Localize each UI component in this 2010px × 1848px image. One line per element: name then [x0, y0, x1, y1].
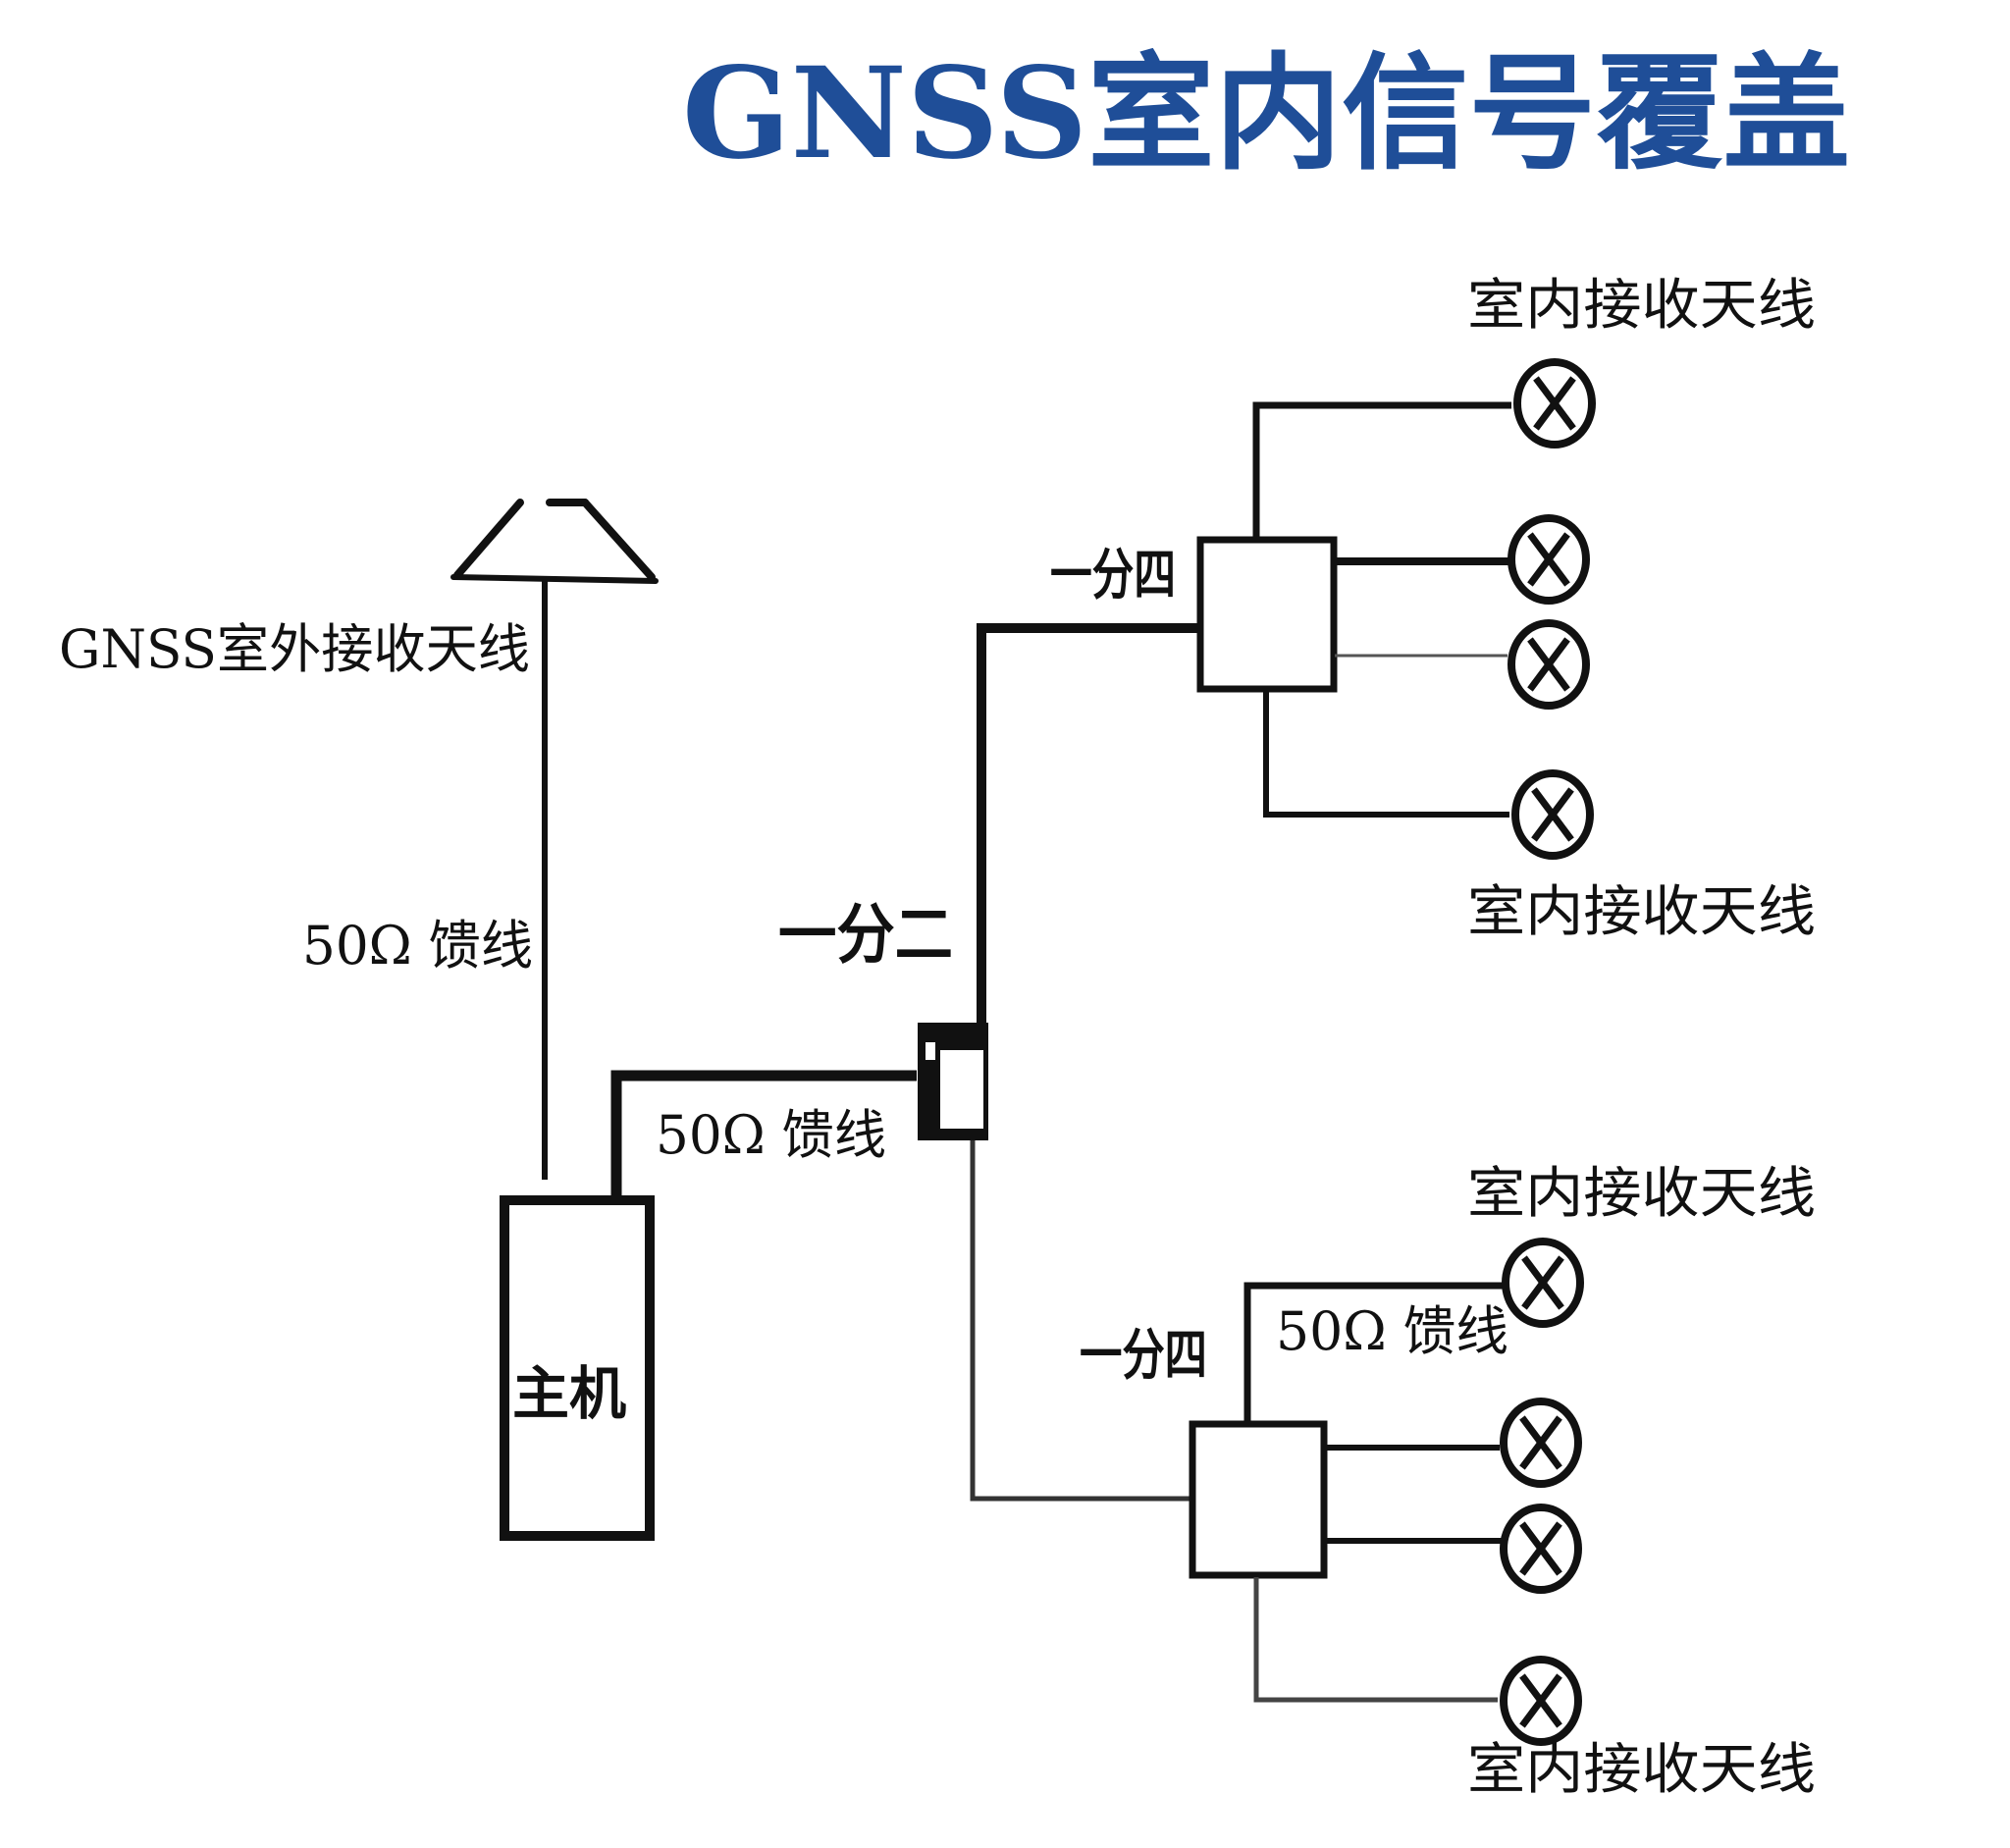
antenna-cross-stroke	[1527, 637, 1570, 692]
antenna-cross-stroke	[1519, 1673, 1562, 1728]
antenna-cross-stroke	[1519, 1415, 1562, 1470]
feeder-host-to-splitter	[610, 1070, 917, 1197]
indoor-antenna-group	[1500, 358, 1596, 1746]
antenna-cross-stroke	[1531, 787, 1574, 842]
feeder-label-splitter-to-indoor: 50Ω 馈线	[1276, 1300, 1508, 1362]
feeder-label-host-to-splitter: 50Ω 馈线	[656, 1104, 886, 1166]
four-way-splitter-lower	[1189, 1420, 1328, 1579]
indoor-antenna-icon	[1500, 1656, 1582, 1746]
indoor-antenna-icon	[1502, 1238, 1584, 1328]
outdoor-antenna-icon	[450, 499, 659, 584]
indoor-antenna-label-lower-top: 室内接收天线	[1467, 1162, 1816, 1226]
upper-output-1	[1252, 401, 1511, 538]
indoor-antenna-icon	[1500, 1398, 1582, 1488]
indoor-antenna-icon	[1513, 358, 1596, 449]
feeder-label-antenna-to-host: 50Ω 馈线	[302, 915, 533, 977]
feeder-lower-branch	[970, 1140, 1191, 1502]
lower-output-4	[1253, 1577, 1498, 1703]
antenna-cross-stroke	[1527, 532, 1570, 587]
indoor-antenna-label-upper-top: 室内接收天线	[1467, 274, 1816, 338]
upper-output-4	[1263, 691, 1509, 818]
antenna-cross-stroke	[1533, 376, 1576, 431]
host-label: 主机	[512, 1360, 626, 1427]
indoor-antenna-icon	[1511, 769, 1594, 860]
indoor-antenna-icon	[1508, 619, 1590, 710]
antenna-cross-stroke	[1521, 1255, 1564, 1310]
indoor-antenna-icon	[1500, 1504, 1582, 1594]
indoor-antenna-label-lower-bottom: 室内接收天线	[1467, 1738, 1816, 1802]
four-way-splitter-upper-label: 一分四	[1050, 544, 1176, 607]
four-way-splitter-upper	[1196, 536, 1338, 693]
four-way-splitter-lower-label: 一分四	[1080, 1324, 1207, 1388]
outdoor-antenna-label: GNSS室外接收天线	[59, 618, 530, 680]
host-unit: 主机	[500, 1195, 655, 1541]
feeder-upper-branch	[977, 623, 1199, 1023]
indoor-antenna-label-upper-bottom: 室内接收天线	[1467, 880, 1816, 944]
two-way-splitter	[918, 1023, 988, 1140]
indoor-antenna-icon	[1508, 514, 1590, 605]
diagram-title: GNSS室内信号覆盖	[682, 40, 1850, 187]
two-way-splitter-label: 一分二	[778, 897, 953, 973]
lower-output-1	[1243, 1282, 1511, 1422]
antenna-cross-stroke	[1519, 1521, 1562, 1576]
